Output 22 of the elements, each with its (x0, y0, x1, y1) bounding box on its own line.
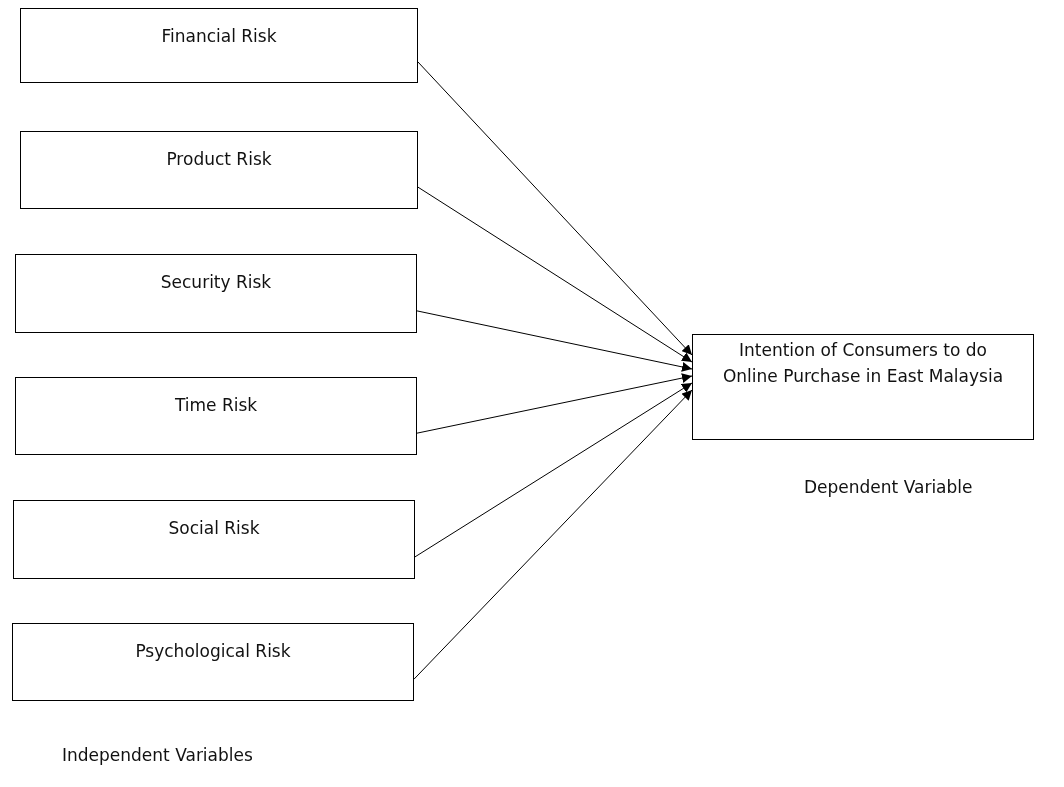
node-text: Product Risk (166, 148, 272, 171)
variable-box (15, 377, 417, 455)
node-text: Security Risk (160, 271, 272, 294)
variable-caption: Dependent Variable (804, 477, 973, 497)
arrow (416, 310, 693, 372)
arrow (417, 186, 693, 363)
arrow (414, 382, 693, 558)
node-text: Social Risk (168, 517, 260, 540)
variable-box (20, 131, 418, 209)
variable-box (20, 8, 418, 83)
arrow (417, 61, 693, 356)
node-text: Psychological Risk (135, 640, 291, 663)
variable-box (12, 623, 414, 701)
node-text: Intention of Consumers to do Online Purchase in East Malaysia (721, 339, 1005, 388)
node-text: Financial Risk (161, 25, 277, 48)
variable-box (13, 500, 415, 579)
dependent-variable-box (692, 334, 1034, 440)
group-caption: Independent Variables (62, 745, 253, 765)
variable-box (15, 254, 417, 333)
arrow (416, 373, 693, 434)
arrow (413, 389, 693, 680)
node-text: Time Risk (174, 394, 258, 417)
